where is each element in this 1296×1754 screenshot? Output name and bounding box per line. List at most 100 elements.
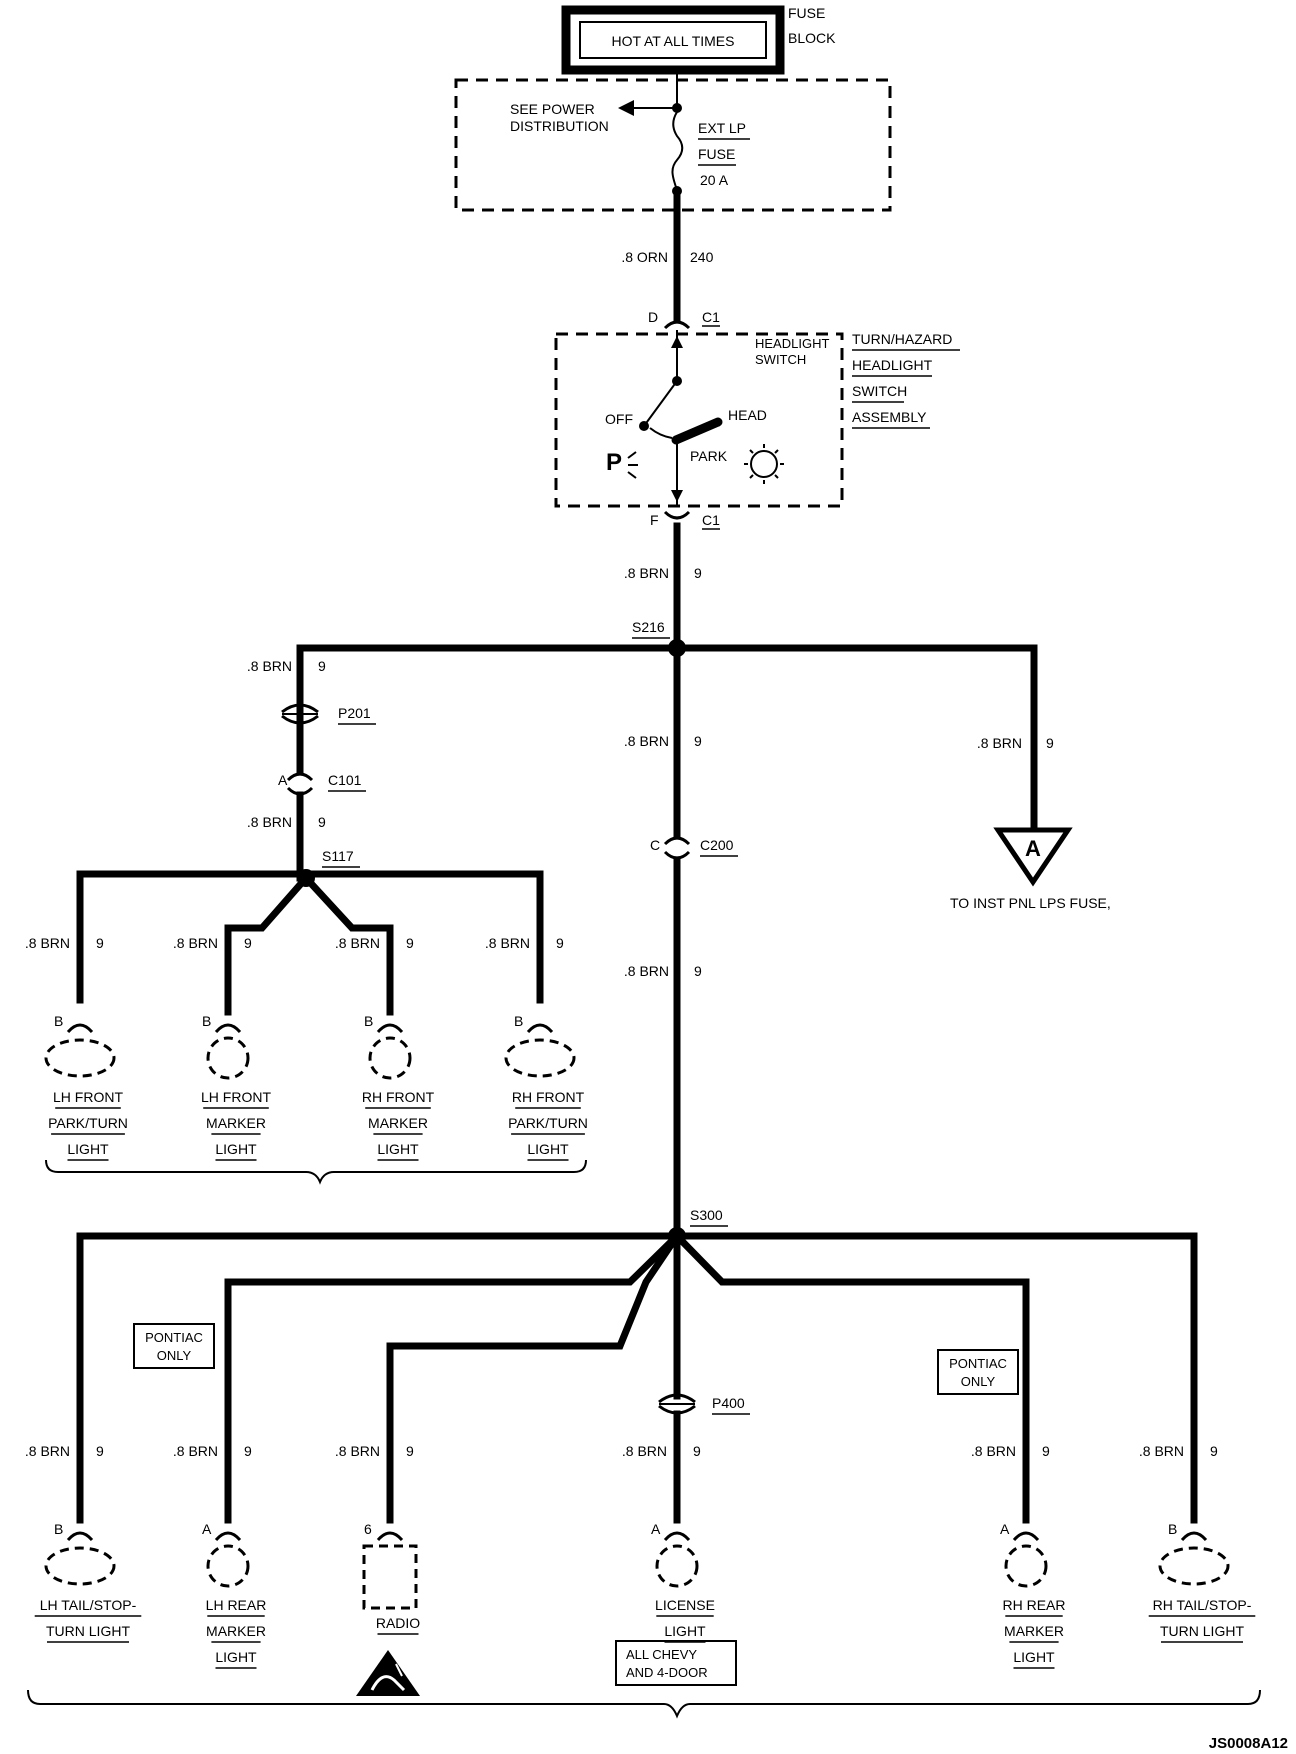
note-pontiac-2: ONLY [157,1348,192,1363]
splice-s216-label: S216 [632,619,665,635]
see-power-label-2: DISTRIBUTION [510,118,609,134]
switch-off-label: OFF [605,411,633,427]
note-pontiac-1: PONTIAC [145,1330,203,1345]
wire-label: .8 BRN [485,935,530,951]
light-label-line2: MARKER [1004,1623,1064,1639]
lamp-icon [1004,1544,1048,1588]
light-label-line1: LH TAIL/STOP- [40,1597,137,1613]
lamp-icon [44,1546,116,1586]
wire-circuit: 9 [96,1443,104,1459]
wire-label: .8 BRN [335,935,380,951]
wire-label: .8 BRN [173,1443,218,1459]
lamp-icon [655,1544,699,1588]
light-pin: 6 [364,1521,372,1537]
hot-at-all-times-label: HOT AT ALL TIMES [612,33,735,49]
wire-label: .8 BRN [335,1443,380,1459]
ref-a-letter: A [1025,836,1041,861]
note-chevy-1: ALL CHEVY [626,1647,697,1662]
headlight-sun-icon [744,444,784,484]
lamp-icon [368,1036,412,1080]
switch-inner-label-1: HEADLIGHT [755,336,829,351]
light-pin: B [54,1521,63,1537]
wire-circuit: 9 [244,935,252,951]
lamp-icon [44,1038,116,1078]
light-label-line3: LIGHT [215,1649,257,1665]
light-label-line3: LIGHT [527,1141,569,1157]
ref-a-marker: A TO INST PNL LPS FUSE, [950,827,1111,911]
headlight-switch-assembly: D C1 OFF HEAD PARK P [554,309,960,530]
wire-label: .8 BRN [971,1443,1016,1459]
connector-c200: C C200 [650,836,738,860]
lamp-icon [206,1036,250,1080]
wire-circuit: 9 [244,1443,252,1459]
lamp-icon [504,1038,576,1078]
wire-circuit: 9 [694,963,702,979]
wire-circuit: 9 [693,1443,701,1459]
lamp-icon [206,1544,250,1588]
wire-circuit: 9 [1046,735,1054,751]
light-label-line2: MARKER [206,1623,266,1639]
light-label-line1: RADIO [376,1615,420,1631]
wire-brn-circuit: 9 [694,565,702,581]
light-label-line1: LH REAR [206,1597,267,1613]
radio-icon [362,1544,418,1610]
light-label-line2: TURN LIGHT [1160,1623,1244,1639]
c200-label: C200 [700,837,734,853]
wire-circuit: 9 [96,935,104,951]
fuse-icon [671,111,684,191]
note-all-chevy: ALL CHEVY AND 4-DOOR [615,1640,737,1686]
wire-s216-branches [296,644,1038,834]
light-pin: B [1168,1521,1177,1537]
wire-label: .8 BRN [622,1443,667,1459]
connector-c1-in [663,320,691,330]
wire-label: .8 BRN [247,814,292,830]
front-lights-bracket [45,1159,587,1185]
c101-label: C101 [328,772,362,788]
light-label-line1: RH FRONT [362,1089,435,1105]
light-label-line1: RH REAR [1002,1597,1065,1613]
note-pontiac-only-right: PONTIAC ONLY [937,1349,1019,1395]
lamp-icon [1158,1546,1230,1586]
switch-head-label: HEAD [728,407,767,423]
rear-lights-bracket [27,1689,1261,1719]
p201-label: P201 [338,705,371,721]
light-label-line2: PARK/TURN [48,1115,128,1131]
switch-inner-label-2: SWITCH [755,352,806,367]
light-label-line2: MARKER [206,1115,266,1131]
light-label-line2: PARK/TURN [508,1115,588,1131]
light-pin: B [202,1013,211,1029]
fuse-block-label-1: FUSE [788,5,825,21]
connector-c1-out [663,510,691,520]
light-pin: A [651,1521,661,1537]
wire-label: .8 BRN [173,935,218,951]
light-label-line1: RH FRONT [512,1089,585,1105]
light-label-line1: LH FRONT [53,1089,123,1105]
connector-p400: P400 [658,1393,750,1415]
wire-label: .8 BRN [247,658,292,674]
wire-circuit: 9 [406,935,414,951]
fuse-block: HOT AT ALL TIMES FUSE BLOCK [561,5,836,75]
c200-pin: C [650,837,660,853]
wire-circuit: 9 [318,658,326,674]
ref-a-label: TO INST PNL LPS FUSE, [950,895,1111,911]
wire-label: .8 BRN [25,1443,70,1459]
p400-label: P400 [712,1395,745,1411]
park-light-rays-icon [627,451,638,479]
note-pontiac-2: ONLY [961,1374,996,1389]
light-pin: B [364,1013,373,1029]
wire-circuit: 9 [556,935,564,951]
switch-park-label: PARK [690,448,728,464]
fuse-name-1: EXT LP [698,120,746,136]
light-label-line3: LIGHT [377,1141,419,1157]
wire-orn-circuit: 240 [690,249,714,265]
arrow-left-icon [618,100,634,116]
light-label-line1: LICENSE [655,1597,715,1613]
light-label-line3: LIGHT [1013,1649,1055,1665]
